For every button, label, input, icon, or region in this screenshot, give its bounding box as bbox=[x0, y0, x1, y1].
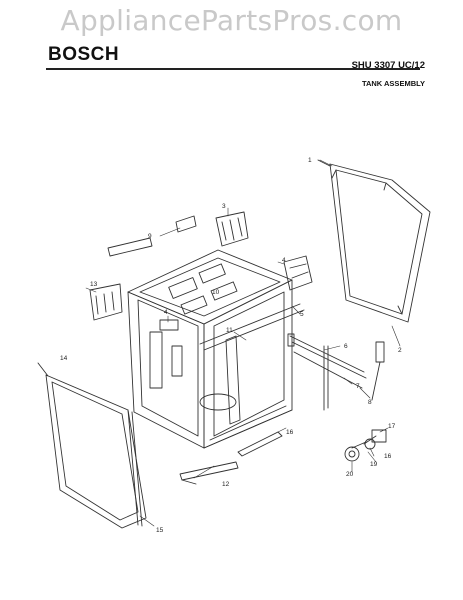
callout-10: 10 bbox=[212, 289, 220, 296]
fitting-2 bbox=[371, 341, 385, 401]
callout-3: 3 bbox=[222, 203, 226, 210]
callout-16-bar: 16 bbox=[286, 429, 294, 436]
bracket-4 bbox=[283, 255, 313, 291]
brand-logo: BOSCH bbox=[48, 44, 120, 65]
callout-4-upper: 4 bbox=[282, 257, 286, 264]
callout-9: 9 bbox=[148, 233, 152, 240]
callout-6: 6 bbox=[344, 343, 348, 350]
valve-group bbox=[344, 429, 387, 462]
callout-20: 20 bbox=[346, 471, 354, 478]
rail-9 bbox=[107, 215, 197, 257]
callout-labels: 1 2 3 4 4 5 6 7 8 9 10 11 12 13 14 15 16… bbox=[60, 157, 402, 534]
model-number: SHU 3307 UC/12 bbox=[351, 60, 425, 71]
side-panel-left bbox=[37, 362, 147, 529]
callout-13: 13 bbox=[90, 281, 98, 288]
callout-19: 19 bbox=[370, 461, 378, 468]
callout-16-valve: 16 bbox=[384, 453, 392, 460]
bar-12 bbox=[179, 461, 239, 485]
callout-4-lower: 4 bbox=[164, 309, 168, 316]
section-title: TANK ASSEMBLY bbox=[361, 79, 425, 88]
callout-8: 8 bbox=[368, 399, 372, 406]
callout-1: 1 bbox=[308, 157, 312, 164]
side-panel-right bbox=[317, 159, 431, 323]
callout-17: 17 bbox=[388, 423, 396, 430]
leader-lines bbox=[85, 159, 401, 527]
header-divider bbox=[46, 68, 420, 70]
callout-5: 5 bbox=[300, 311, 304, 318]
callout-15: 15 bbox=[156, 527, 164, 534]
callout-14: 14 bbox=[60, 355, 68, 362]
callout-2: 2 bbox=[398, 347, 402, 354]
callout-7: 7 bbox=[356, 383, 360, 390]
bar-16 bbox=[237, 431, 283, 457]
callout-11: 11 bbox=[226, 327, 233, 334]
bracket-3 bbox=[215, 211, 249, 247]
rod-assembly bbox=[199, 303, 367, 411]
bracket-13 bbox=[89, 283, 123, 321]
callout-12: 12 bbox=[222, 481, 230, 488]
clip-4 bbox=[159, 319, 179, 331]
tank-body bbox=[127, 249, 293, 449]
watermark: AppliancePartsPros.com bbox=[60, 4, 403, 37]
